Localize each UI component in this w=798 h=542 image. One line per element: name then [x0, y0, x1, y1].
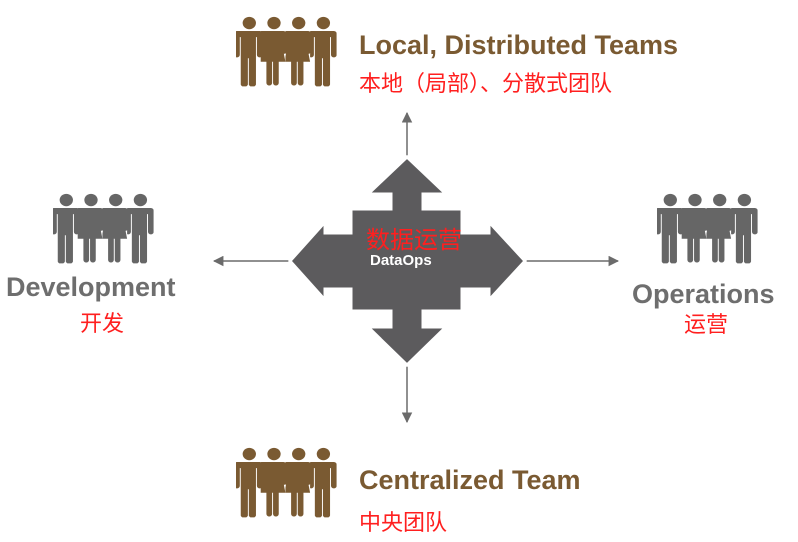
top-team-subtitle: 本地（局部）、分散式团队 [359, 72, 613, 97]
center-title-en: DataOps [370, 252, 432, 269]
center-title-zh: 数据运营 [366, 226, 462, 254]
right-team-subtitle: 运营 [684, 313, 729, 338]
left-team-subtitle: 开发 [80, 312, 125, 337]
team-people-icon [234, 448, 337, 518]
team-people-icon [234, 17, 337, 87]
team-people-icon [51, 194, 154, 264]
bottom-team-title: Centralized Team [359, 465, 581, 495]
right-team-title: Operations [632, 279, 775, 309]
four-way-arrow-icon [287, 154, 528, 368]
top-team-title: Local, Distributed Teams [359, 30, 679, 60]
bottom-team-subtitle: 中央团队 [359, 511, 448, 536]
left-team-title: Development [6, 272, 176, 302]
team-people-icon [655, 194, 758, 264]
